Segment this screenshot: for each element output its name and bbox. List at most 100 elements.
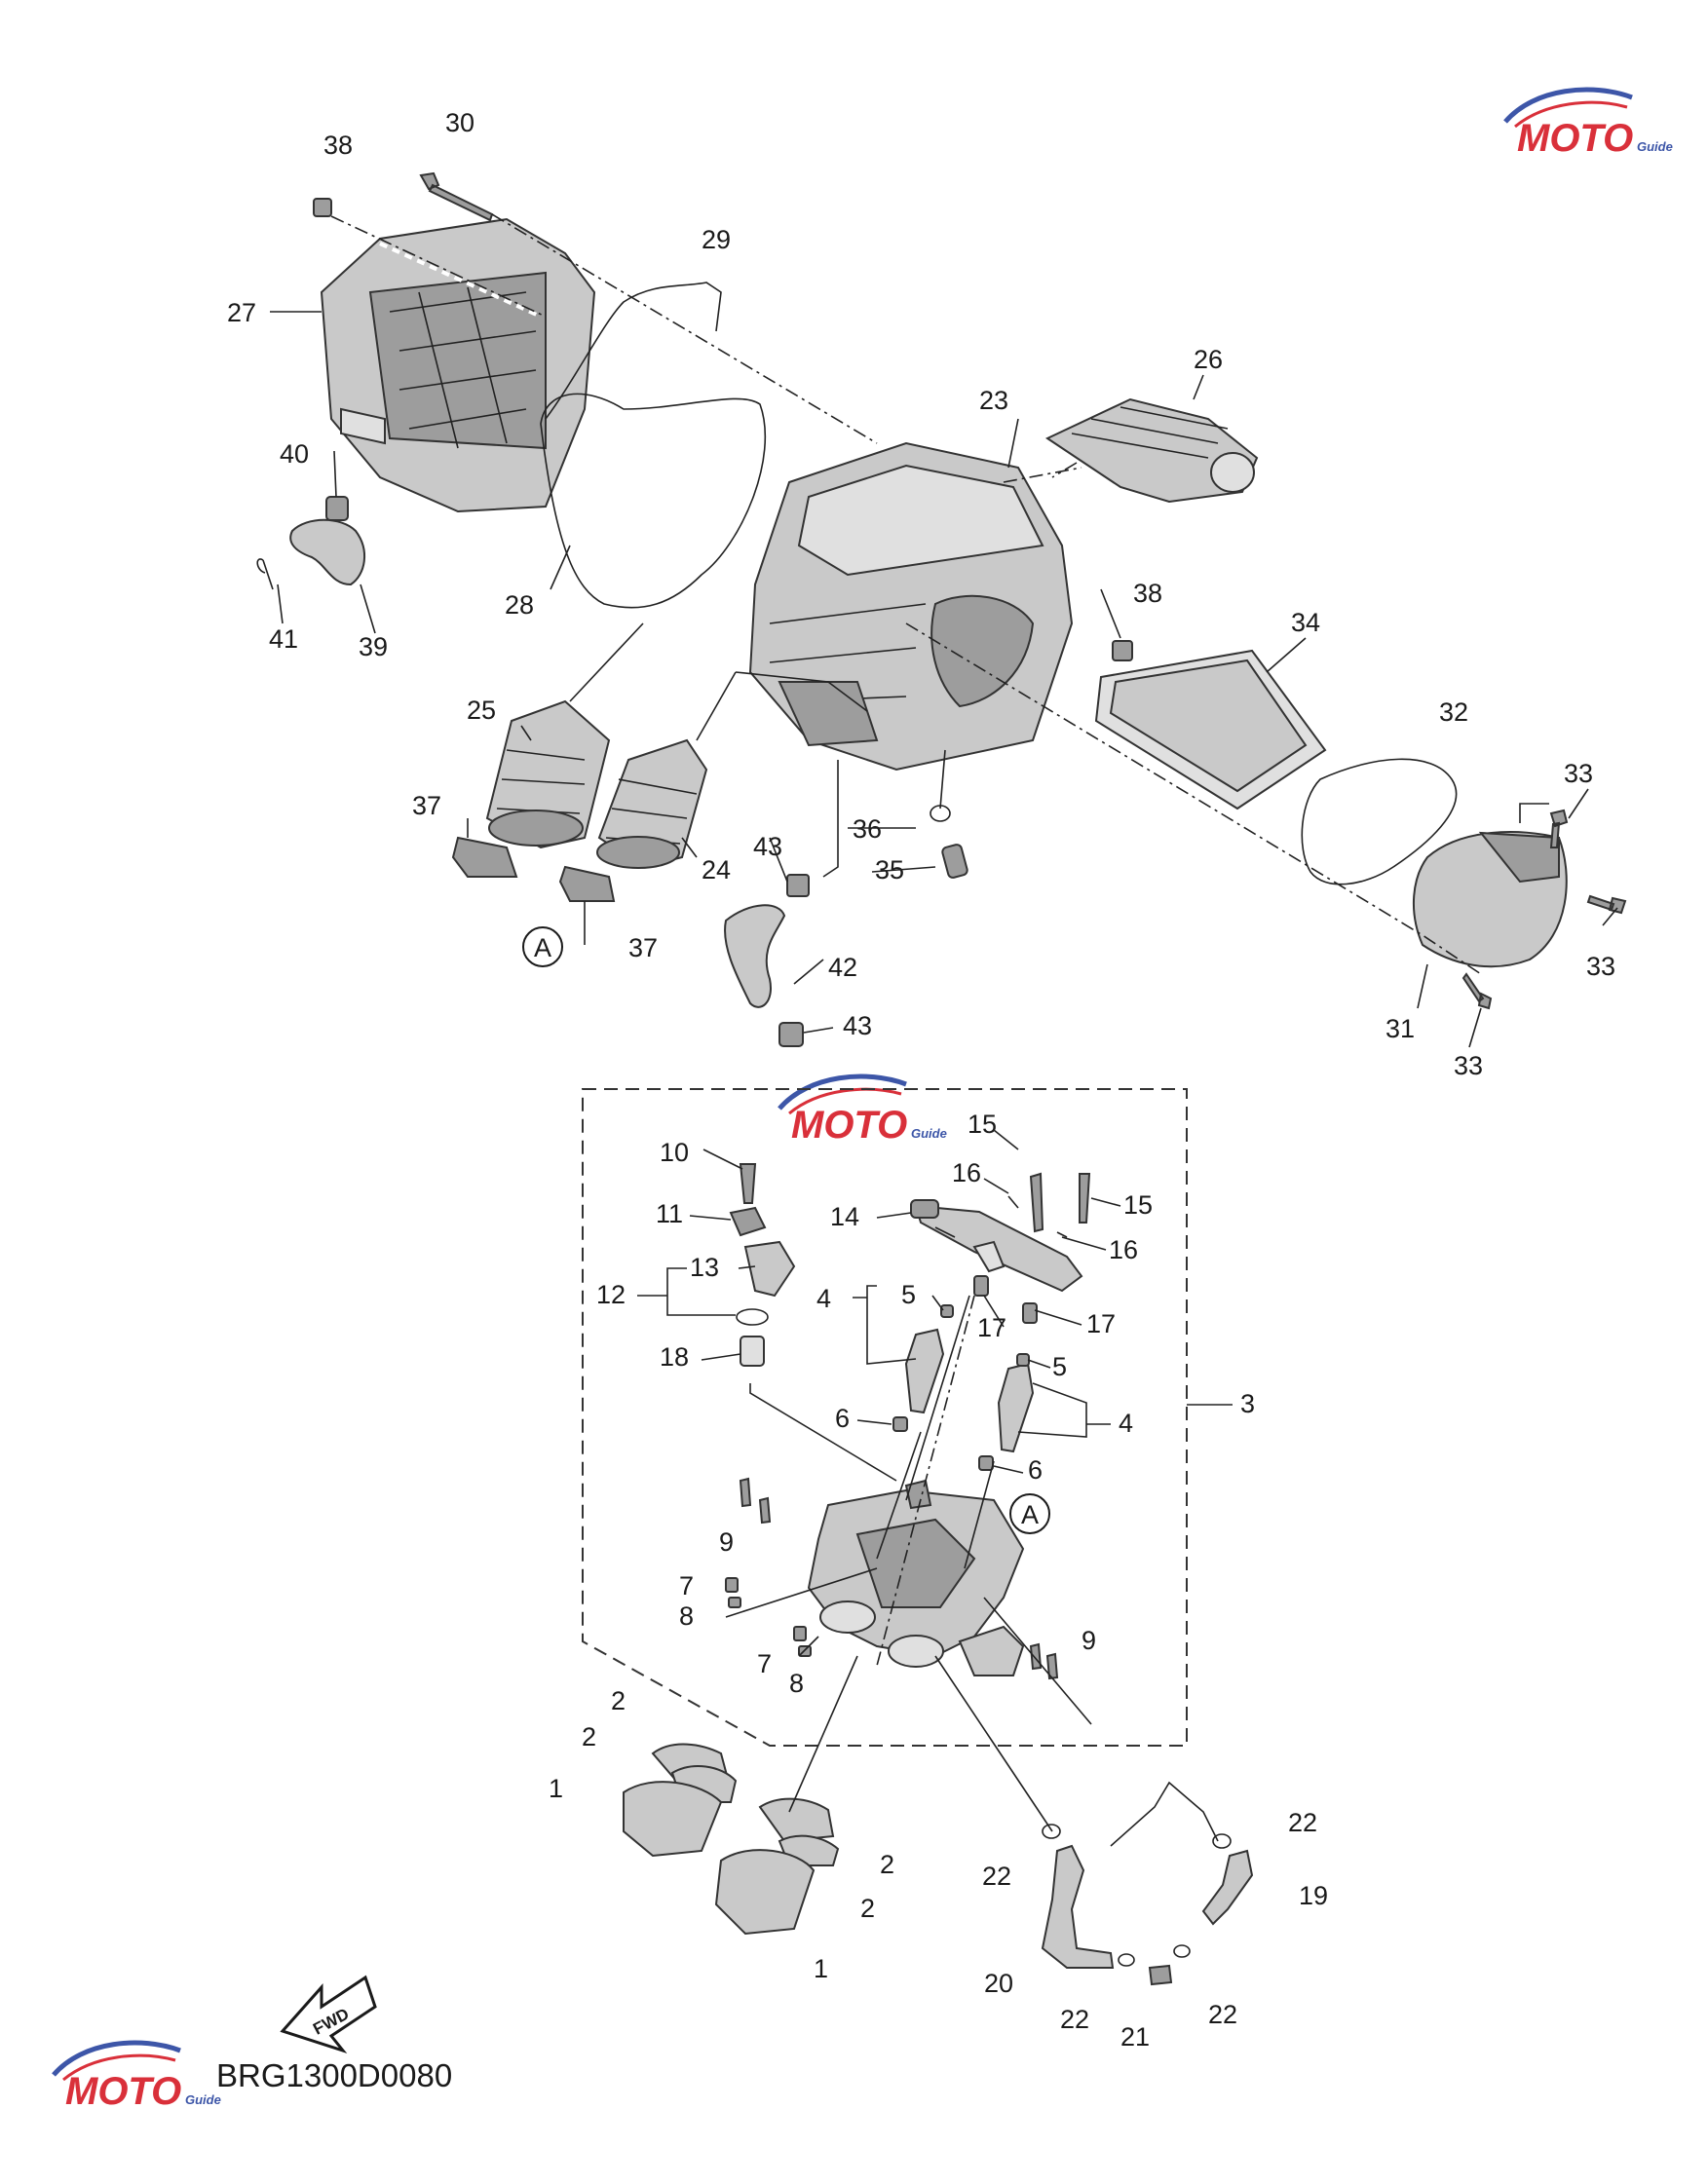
part-27-air-box-case (320, 217, 596, 513)
part-37-clamp-right (558, 865, 616, 902)
detail-marker-label: A (1021, 1500, 1039, 1529)
part-38-nut-right (1112, 640, 1133, 661)
callout-15: 15 (1123, 1190, 1153, 1220)
callout-17: 17 (1086, 1309, 1116, 1338)
part-36-washer (930, 805, 951, 822)
callout-42: 42 (828, 953, 857, 982)
callout-3: 3 (1240, 1389, 1255, 1418)
callout-22: 22 (982, 1862, 1011, 1891)
callout-18: 18 (660, 1342, 689, 1372)
callout-38: 38 (1133, 579, 1162, 608)
throttle-body-assembly (807, 1479, 1025, 1676)
watermark-text: MOTO (1517, 117, 1633, 160)
callout-29: 29 (702, 225, 731, 254)
callout-43: 43 (843, 1011, 872, 1040)
part-5-seal-b (1016, 1353, 1030, 1367)
part-34-air-filter (1094, 649, 1327, 810)
part-15-screw-b (1079, 1173, 1091, 1224)
callout-17: 17 (977, 1313, 1006, 1342)
part-35-plug (941, 844, 968, 879)
part-37-clamp-left (451, 836, 518, 878)
part-32-gasket (1301, 758, 1458, 885)
detail-marker-a-lower: A (1009, 1493, 1050, 1534)
callout-26: 26 (1194, 345, 1223, 374)
callout-2: 2 (860, 1894, 875, 1923)
callout-4: 4 (1119, 1409, 1133, 1438)
part-6-seal-b (978, 1455, 994, 1471)
callout-7: 7 (679, 1571, 694, 1600)
part-39-hose (289, 518, 366, 586)
part-8-washer-a (728, 1597, 741, 1608)
part-9-screws-left (739, 1477, 772, 1525)
watermark-subtext: Guide (911, 1126, 947, 1141)
part-33-bolt-a (1549, 809, 1569, 848)
callout-2: 2 (611, 1686, 626, 1715)
callout-14: 14 (830, 1202, 859, 1231)
part-24-intake-funnel (596, 738, 708, 869)
part-2-clamp-right-a (758, 1797, 835, 1843)
callout-10: 10 (660, 1138, 689, 1167)
callout-34: 34 (1291, 608, 1320, 637)
callout-19: 19 (1299, 1881, 1328, 1910)
callout-16: 16 (1109, 1235, 1138, 1264)
part-19-hose (1201, 1849, 1254, 1926)
callout-22: 22 (1060, 2005, 1089, 2034)
assembly-line-lower (876, 1295, 975, 1667)
callout-6: 6 (835, 1404, 850, 1433)
callout-36: 36 (853, 814, 882, 844)
watermark-logo-top-right: MOTO Guide (1503, 87, 1673, 160)
callout-1: 1 (549, 1774, 563, 1803)
part-42-hose (724, 904, 786, 1008)
part-18-filter (740, 1336, 765, 1367)
callout-40: 40 (280, 439, 309, 469)
part-4-injector-left (904, 1328, 945, 1414)
callout-labels: 38 30 29 27 26 23 40 28 41 39 38 34 25 3… (227, 108, 1615, 2052)
part-15-screw-a (1029, 1172, 1044, 1233)
callout-4: 4 (816, 1284, 831, 1313)
detail-box-3 (582, 1088, 1188, 1747)
callout-24: 24 (702, 855, 731, 885)
diagram-code: BRG1300D0080 (216, 2057, 452, 2093)
part-23-air-box (748, 441, 1074, 772)
callout-8: 8 (679, 1601, 694, 1631)
part-26-intake-duct (1044, 397, 1259, 504)
part-1-joint-left (623, 1781, 723, 1858)
callout-9: 9 (1082, 1626, 1096, 1655)
leader-lines-lower (725, 1226, 1219, 1847)
part-20-hose (1041, 1844, 1115, 1969)
callout-28: 28 (505, 590, 534, 620)
callout-21: 21 (1120, 2022, 1150, 2052)
part-17-oring-a (973, 1275, 989, 1297)
callout-16: 16 (952, 1158, 981, 1187)
callout-9: 9 (719, 1527, 734, 1557)
callout-25: 25 (467, 696, 496, 725)
callout-33: 33 (1586, 952, 1615, 981)
callout-11: 11 (656, 1199, 683, 1228)
callout-23: 23 (979, 386, 1008, 415)
part-28-gasket (540, 393, 767, 609)
fwd-arrow-icon: FWD (280, 1975, 377, 2053)
part-17-oring-b (1022, 1302, 1038, 1324)
part-4-injector-right (997, 1362, 1035, 1453)
callout-39: 39 (359, 632, 388, 661)
callout-38: 38 (323, 131, 353, 160)
callout-31: 31 (1385, 1014, 1415, 1043)
callout-leaders (270, 311, 1618, 1474)
part-16-washer-a (1007, 1195, 1019, 1209)
watermark-subtext: Guide (1637, 139, 1673, 154)
callout-22: 22 (1288, 1808, 1317, 1837)
part-33-bolt-b (1586, 894, 1627, 915)
part-25-intake-funnel (485, 699, 611, 849)
assembly-line-upper-2 (1003, 462, 1082, 483)
callout-32: 32 (1439, 697, 1468, 727)
part-7-screw-b (793, 1626, 807, 1641)
part-5-seal-a (940, 1304, 954, 1318)
callout-5: 5 (1052, 1352, 1067, 1381)
callout-37: 37 (628, 933, 658, 962)
watermark-text: MOTO (65, 2070, 181, 2113)
part-30-bolt (419, 171, 494, 222)
callout-1: 1 (814, 1954, 828, 1983)
callout-37: 37 (412, 791, 441, 820)
callout-15: 15 (968, 1110, 997, 1139)
part-1-joint-right (714, 1849, 816, 1936)
